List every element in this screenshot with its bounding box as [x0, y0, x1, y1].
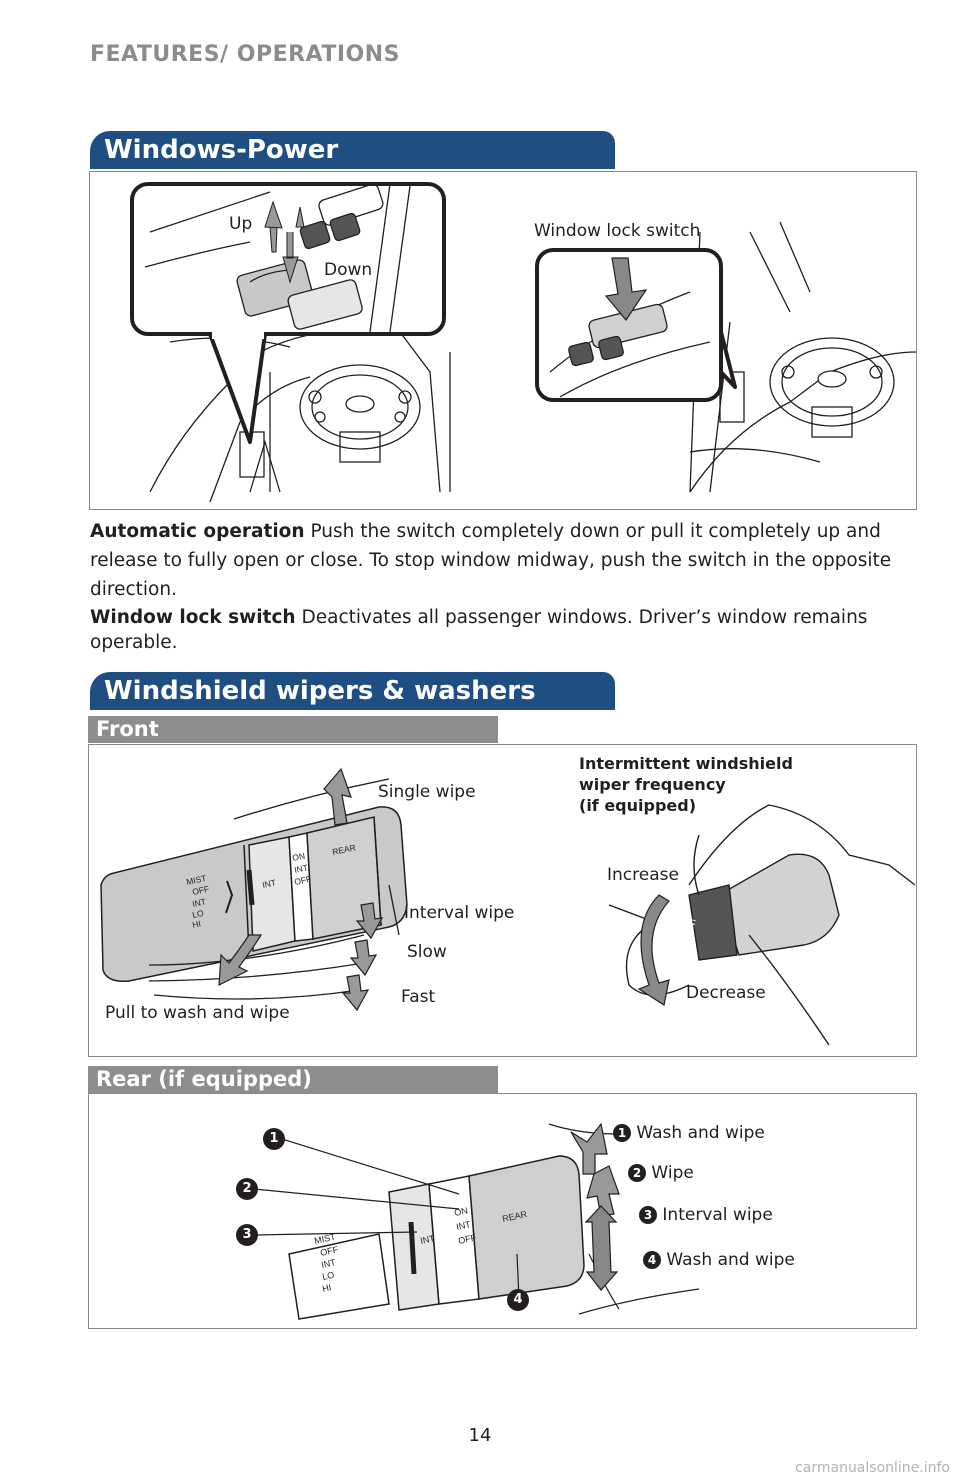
up-label: Up: [229, 214, 252, 234]
rear-item-1: 1 Wash and wipe: [613, 1123, 765, 1143]
front-subtitle: Front: [88, 716, 498, 743]
automatic-operation-term: Automatic operation: [90, 521, 305, 542]
decrease-label: Decrease: [686, 983, 766, 1003]
front-wiper-panel: MIST OFF INT LO HI INT ON INT OFF REAR I…: [88, 744, 917, 1057]
down-label: Down: [324, 260, 372, 280]
rear-item-4-label: Wash and wipe: [666, 1250, 794, 1270]
window-lock-paragraph: Window lock switch Deactivates all passe…: [90, 605, 920, 655]
automatic-operation-paragraph: Automatic operation Push the switch comp…: [90, 517, 920, 604]
rear-item-3-label: Interval wipe: [662, 1205, 772, 1225]
rear-item-4-number: 4: [643, 1251, 661, 1269]
rear-item-1-label: Wash and wipe: [636, 1123, 764, 1143]
increase-label: Increase: [607, 865, 679, 885]
rear-item-3-number: 3: [639, 1206, 657, 1224]
rear-item-2: 2 Wipe: [628, 1163, 694, 1183]
marker-3: 3: [236, 1224, 258, 1246]
marker-1: 1: [263, 1128, 285, 1150]
section-header: FEATURES/ OPERATIONS: [90, 42, 400, 67]
intermittent-frequency-label: Intermittent windshield wiper frequency …: [579, 753, 793, 816]
rear-item-4: 4 Wash and wipe: [643, 1250, 795, 1270]
window-lock-term: Window lock switch: [90, 607, 296, 628]
rear-item-1-number: 1: [613, 1124, 631, 1142]
pull-to-wash-label: Pull to wash and wipe: [105, 1003, 290, 1023]
marker-4: 4: [507, 1289, 529, 1311]
rear-wiper-panel: MIST OFF INT LO HI INT ON INT OFF REAR 1…: [88, 1093, 917, 1329]
single-wipe-label: Single wipe: [378, 782, 476, 802]
marker-2: 2: [236, 1178, 258, 1200]
fast-label: Fast: [401, 987, 435, 1007]
rear-subtitle: Rear (if equipped): [88, 1066, 498, 1093]
windows-power-title: Windows-Power: [90, 131, 615, 169]
rear-item-2-label: Wipe: [651, 1163, 693, 1183]
rear-wiper-illustration: MIST OFF INT LO HI INT ON INT OFF REAR: [89, 1094, 916, 1328]
slow-label: Slow: [407, 942, 447, 962]
watermark: carmanualsonline.info: [795, 1460, 950, 1476]
windshield-wipers-title: Windshield wipers & washers: [90, 672, 615, 710]
interval-wipe-label: Interval wipe: [404, 903, 514, 923]
windows-illustration-panel: Up Down Window lock switch: [89, 171, 917, 510]
rear-item-2-number: 2: [628, 1164, 646, 1182]
rear-item-3: 3 Interval wipe: [639, 1205, 773, 1225]
windows-illustration: [90, 172, 916, 509]
page-number: 14: [0, 1425, 960, 1446]
window-lock-switch-label: Window lock switch: [534, 221, 700, 241]
